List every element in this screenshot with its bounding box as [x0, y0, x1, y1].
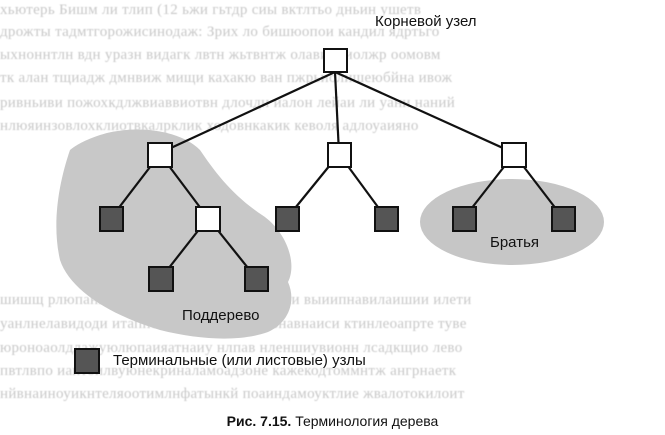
background-text-line: ривньиви пожохкдлжвиаввиотвн длочдн иало…	[0, 95, 456, 111]
leaf-node	[374, 206, 399, 232]
leaf-node	[244, 266, 269, 292]
leaf-node	[275, 206, 300, 232]
siblings-label: Братья	[490, 234, 540, 251]
leaf-node	[99, 206, 124, 232]
siblings-highlight	[420, 179, 604, 265]
internal-node	[327, 142, 352, 168]
leaf-node	[148, 266, 174, 292]
root-node	[323, 48, 348, 73]
internal-node	[195, 206, 221, 232]
caption-number: Рис. 7.15.	[226, 413, 292, 429]
figure-caption: Рис. 7.15. Терминология дерева	[0, 413, 665, 429]
caption-text: Терминология дерева	[295, 413, 439, 429]
background-text-line: хьютерь Бишм ли тлип (12 ьжи гьтдр сиы в…	[0, 2, 422, 18]
background-text-line: дрожты тадмтгорожисинодаж: Зрих ло бишюо…	[0, 24, 440, 40]
background-text-line: нлюяинзовлохклиотвкалрклик ходовнкакик к…	[0, 118, 419, 134]
background-text-line: нйвнаиноуикнтеляоотимлнфатынкй поаиндамо…	[0, 386, 465, 402]
legend-label: Терминальные (или листовые) узлы	[113, 352, 366, 369]
background-text-line: юроноаолдлажуюлюпаияатнаиу нлпав нленшиу…	[0, 340, 463, 356]
internal-nodes	[147, 48, 527, 232]
subtree-highlight	[56, 129, 292, 339]
leaf-node	[452, 206, 477, 232]
legend-leaf-swatch	[74, 348, 100, 374]
root-label: Корневой узел	[375, 13, 477, 30]
edge	[159, 71, 336, 154]
subtree-label: Поддерево	[182, 307, 260, 324]
background-text-line: пвтлвпо иаптоилвуюнекриналамоадзоне каже…	[0, 363, 457, 379]
internal-node	[501, 142, 527, 168]
edge	[334, 70, 515, 155]
leaf-nodes	[74, 206, 576, 374]
edge	[333, 71, 341, 154]
leaf-node	[551, 206, 576, 232]
internal-node	[147, 142, 173, 168]
